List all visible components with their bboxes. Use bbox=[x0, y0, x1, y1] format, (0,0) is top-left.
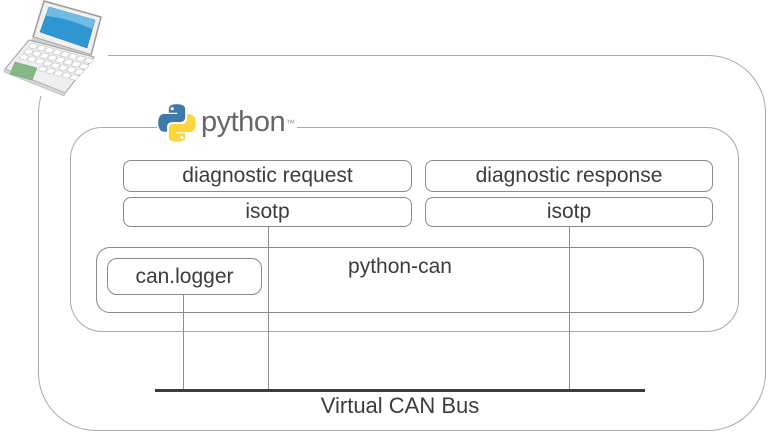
python-wordmark: python bbox=[201, 106, 286, 138]
virtual-can-bus-label: Virtual CAN Bus bbox=[320, 393, 480, 418]
laptop-icon bbox=[4, 0, 108, 96]
virtual-can-bus-line bbox=[155, 389, 645, 392]
box-diagnostic-request: diagnostic request bbox=[123, 160, 412, 192]
python-logo-icon bbox=[158, 103, 196, 142]
box-diagnostic-response: diagnostic response bbox=[425, 160, 713, 192]
connector-can-logger-to-bus bbox=[183, 295, 184, 391]
box-can-logger: can.logger bbox=[107, 258, 262, 295]
box-can-logger-label: can.logger bbox=[135, 264, 234, 288]
box-isotp-left-label: isotp bbox=[245, 200, 290, 223]
box-isotp-right: isotp bbox=[425, 197, 713, 227]
box-python-can-label: python-can bbox=[348, 255, 452, 278]
box-isotp-left: isotp bbox=[123, 197, 412, 227]
box-isotp-right-label: isotp bbox=[546, 200, 592, 223]
box-diagnostic-response-label: diagnostic response bbox=[475, 164, 663, 187]
trademark-symbol: ™ bbox=[286, 117, 296, 128]
box-diagnostic-request-label: diagnostic request bbox=[182, 164, 353, 187]
connector-isotp-right-to-bus bbox=[569, 227, 570, 391]
connector-isotp-left-to-bus bbox=[268, 227, 269, 391]
box-python-can: python-can bbox=[96, 247, 704, 313]
